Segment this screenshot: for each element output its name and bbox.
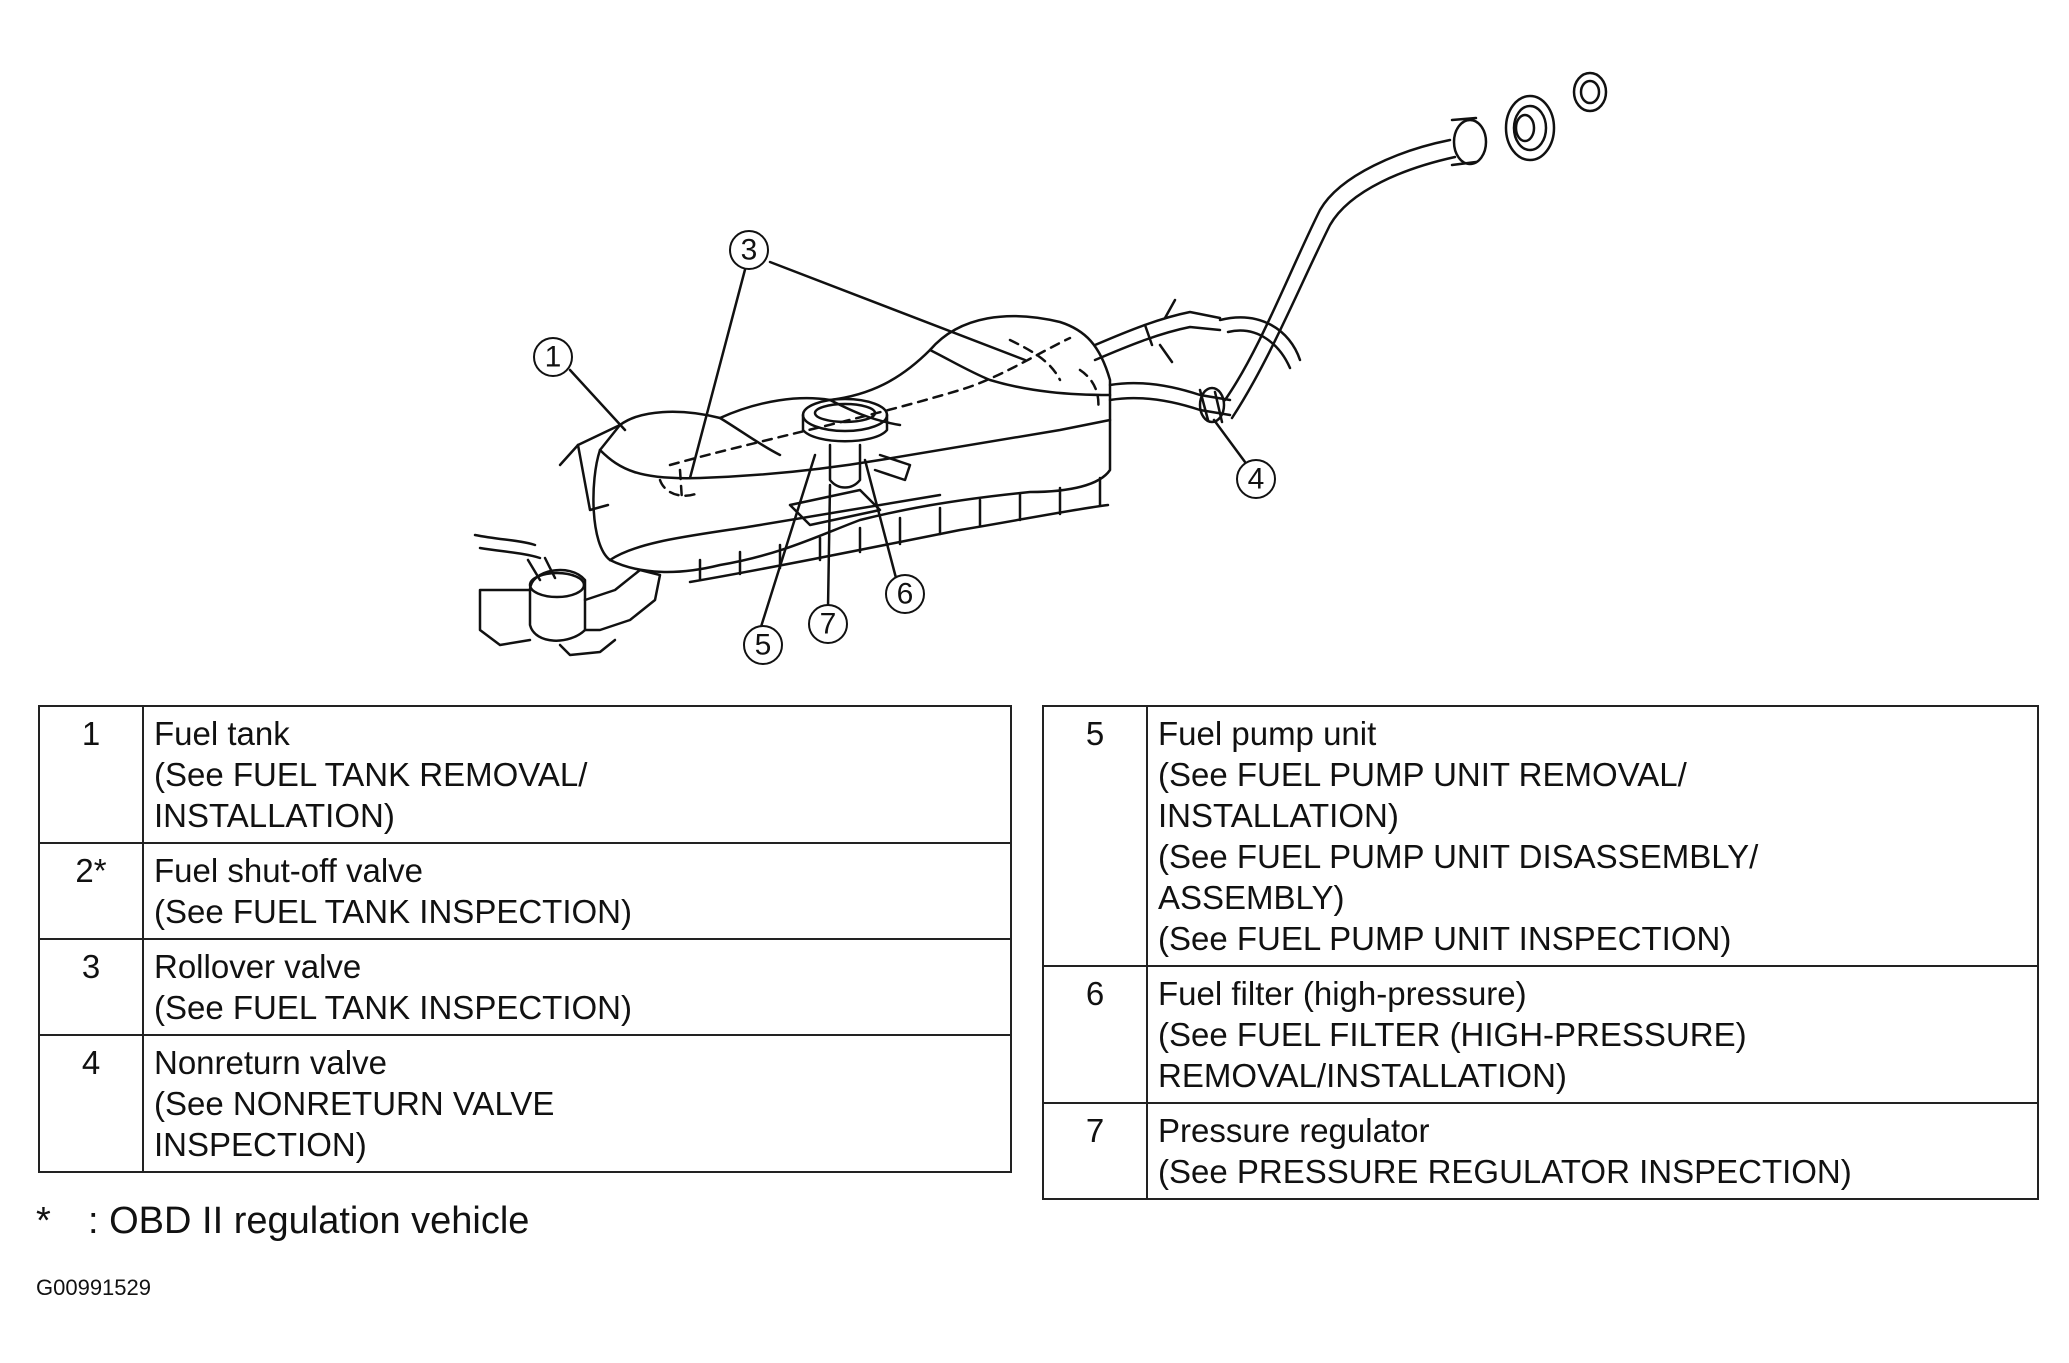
callout-5: 5 (755, 629, 772, 662)
part-name: Rollover valve (154, 948, 362, 985)
part-number: 2* (38, 842, 144, 940)
part-number: 6 (1042, 965, 1148, 1104)
table-row: 4 Nonreturn valve (See NONRETURN VALVE I… (38, 1034, 1012, 1173)
fuel-system-diagram: 1 3 4 5 6 7 (473, 71, 1608, 665)
part-name: Fuel pump unit (1158, 715, 1377, 752)
table-row: 5 Fuel pump unit (See FUEL PUMP UNIT REM… (1042, 705, 2039, 967)
part-description: Rollover valve (See FUEL TANK INSPECTION… (142, 938, 1012, 1036)
part-name: Fuel shut-off valve (154, 852, 424, 889)
part-reference: INSPECTION) (154, 1126, 367, 1163)
figure-id: G00991529 (36, 1275, 151, 1300)
part-number: 3 (38, 938, 144, 1036)
part-description: Nonreturn valve (See NONRETURN VALVE INS… (142, 1034, 1012, 1173)
part-description: Fuel filter (high-pressure) (See FUEL FI… (1146, 965, 2039, 1104)
part-name: Fuel filter (high-pressure) (1158, 975, 1527, 1012)
parts-table-right: 5 Fuel pump unit (See FUEL PUMP UNIT REM… (1042, 705, 2039, 1200)
part-reference: INSTALLATION) (1158, 797, 1399, 834)
callout-4: 4 (1248, 463, 1265, 496)
part-reference: (See PRESSURE REGULATOR INSPECTION) (1158, 1153, 1852, 1190)
part-reference: ASSEMBLY) (1158, 879, 1345, 916)
callout-7: 7 (820, 608, 837, 641)
part-name: Pressure regulator (1158, 1112, 1430, 1149)
callout-1: 1 (545, 341, 562, 374)
leader-1 (568, 368, 627, 432)
part-reference: (See FUEL TANK INSPECTION) (154, 989, 632, 1026)
fuel-tank-shape (592, 314, 1112, 574)
part-number: 5 (1042, 705, 1148, 967)
part-reference: REMOVAL/INSTALLATION) (1158, 1057, 1567, 1094)
table-row: 3 Rollover valve (See FUEL TANK INSPECTI… (38, 938, 1012, 1036)
footnote-text: : OBD II regulation vehicle (88, 1200, 530, 1242)
part-number: 7 (1042, 1102, 1148, 1200)
table-row: 7 Pressure regulator (See PRESSURE REGUL… (1042, 1102, 2039, 1200)
part-description: Fuel pump unit (See FUEL PUMP UNIT REMOV… (1146, 705, 2039, 967)
part-reference: (See FUEL FILTER (HIGH-PRESSURE) (1158, 1016, 1747, 1053)
leader-6 (863, 458, 898, 580)
table-row: 2* Fuel shut-off valve (See FUEL TANK IN… (38, 842, 1012, 940)
callout-3: 3 (741, 234, 758, 267)
footnote: * : OBD II regulation vehicle (36, 1200, 529, 1243)
leader-4 (1212, 418, 1247, 464)
part-number: 1 (38, 705, 144, 844)
part-description: Fuel tank (See FUEL TANK REMOVAL/ INSTAL… (142, 705, 1012, 844)
callout-6: 6 (897, 578, 914, 611)
part-reference: (See FUEL PUMP UNIT DISASSEMBLY/ (1158, 838, 1759, 875)
leader-5 (758, 453, 817, 632)
part-description: Fuel shut-off valve (See FUEL TANK INSPE… (142, 842, 1012, 940)
footnote-mark: * (36, 1200, 51, 1242)
part-number: 4 (38, 1034, 144, 1173)
table-row: 6 Fuel filter (high-pressure) (See FUEL … (1042, 965, 2039, 1104)
part-reference: INSTALLATION) (154, 797, 395, 834)
part-name: Nonreturn valve (154, 1044, 387, 1081)
table-row: 1 Fuel tank (See FUEL TANK REMOVAL/ INST… (38, 705, 1012, 844)
part-reference: (See FUEL PUMP UNIT INSPECTION) (1158, 920, 1732, 957)
part-reference: (See FUEL TANK INSPECTION) (154, 893, 632, 930)
leader-7 (826, 483, 832, 610)
part-name: Fuel tank (154, 715, 290, 752)
parts-table-left: 1 Fuel tank (See FUEL TANK REMOVAL/ INST… (38, 705, 1012, 1173)
part-description: Pressure regulator (See PRESSURE REGULAT… (1146, 1102, 2039, 1200)
leader-3b (768, 260, 1027, 362)
part-reference: (See FUEL PUMP UNIT REMOVAL/ (1158, 756, 1687, 793)
part-reference: (See NONRETURN VALVE (154, 1085, 555, 1122)
part-reference: (See FUEL TANK REMOVAL/ (154, 756, 588, 793)
leader-3a (688, 260, 749, 480)
